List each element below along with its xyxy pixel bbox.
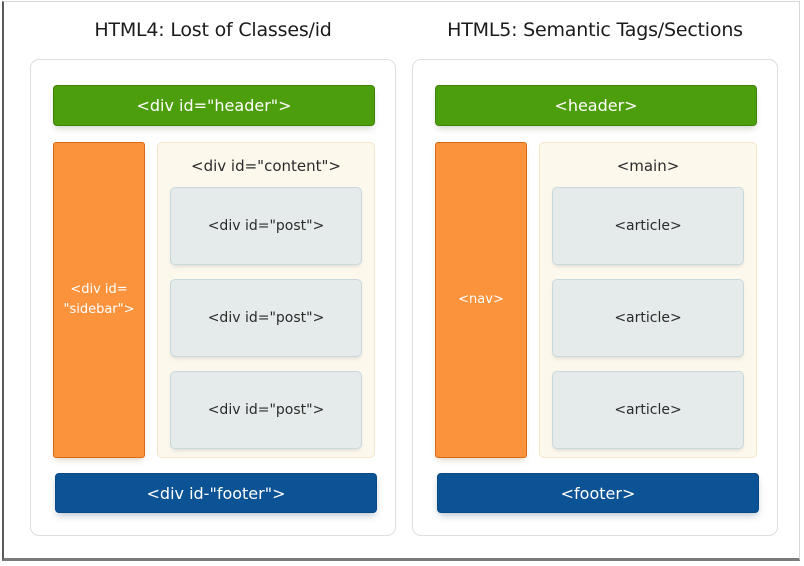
post-box-label: <div id="post"> — [207, 402, 325, 418]
post-box: <div id="post"> — [170, 279, 362, 357]
header-block-html5: <header> — [435, 85, 757, 126]
column-title-html5: HTML5: Semantic Tags/Sections — [447, 19, 743, 41]
nav-block-html5: <nav> — [435, 142, 527, 458]
main-block-html5: <main> <article> <article> <article> — [539, 142, 757, 458]
nav-block-label-html5: <nav> — [458, 292, 504, 307]
content-block-label-html4: <div id="content"> — [191, 157, 341, 175]
article-box: <article> — [552, 371, 744, 449]
post-box-label: <div id="post"> — [207, 310, 325, 326]
sidebar-label-line2-html4: "sidebar"> — [63, 302, 135, 317]
sidebar-block-label-html4: <div id= "sidebar"> — [63, 280, 134, 320]
footer-block-label-html5: <footer> — [560, 483, 636, 503]
column-html5: HTML5: Semantic Tags/Sections <header> <… — [412, 18, 778, 536]
article-box-label: <article> — [614, 310, 682, 326]
column-html4: HTML4: Lost of Classes/id <div id="heade… — [30, 18, 396, 536]
footer-block-html4: <div id-"footer"> — [55, 473, 377, 513]
post-box: <div id="post"> — [170, 187, 362, 265]
article-box-label: <article> — [614, 218, 682, 234]
panel-html4: <div id="header"> <div id= "sidebar"> <d… — [30, 59, 396, 536]
header-block-html4: <div id="header"> — [53, 85, 375, 126]
footer-block-html5: <footer> — [437, 473, 759, 513]
footer-block-label-html4: <div id-"footer"> — [146, 483, 286, 503]
article-box-label: <article> — [614, 402, 682, 418]
content-block-html4: <div id="content"> <div id="post"> <div … — [157, 142, 375, 458]
sidebar-block-html4: <div id= "sidebar"> — [53, 142, 145, 458]
main-block-label-html5: <main> — [616, 157, 680, 175]
header-block-label-html4: <div id="header"> — [136, 96, 292, 115]
panel-html5: <header> <nav> <main> <article> <article… — [412, 59, 778, 536]
header-block-label-html5: <header> — [554, 96, 638, 115]
post-box: <div id="post"> — [170, 371, 362, 449]
article-box: <article> — [552, 279, 744, 357]
post-box-label: <div id="post"> — [207, 218, 325, 234]
article-box: <article> — [552, 187, 744, 265]
column-title-html4: HTML4: Lost of Classes/id — [94, 19, 332, 41]
sidebar-label-line1-html4: <div id= — [70, 282, 128, 297]
